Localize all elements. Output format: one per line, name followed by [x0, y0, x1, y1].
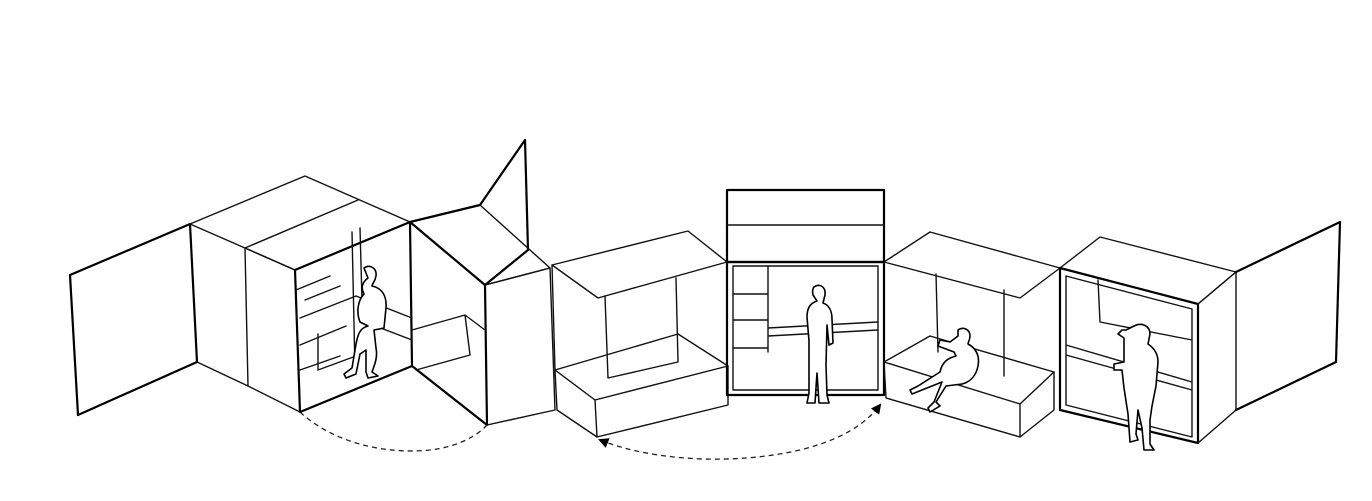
box-1-left-side [189, 223, 249, 387]
left-fold-panel [68, 222, 199, 417]
cabinet-upper-box [725, 188, 886, 264]
back-panel-5 [935, 273, 1005, 377]
box-6-side [1197, 271, 1237, 444]
swing-arc-1 [299, 411, 488, 452]
module-5 [883, 231, 1061, 438]
seated-person-5 [909, 327, 980, 413]
bench-5-front [883, 361, 1055, 438]
fold-panel-back [408, 138, 530, 287]
hinged-top-5 [883, 231, 1061, 299]
module-2 [408, 138, 556, 427]
bench-3-top [554, 333, 729, 401]
cabinet-inner-frame [732, 265, 879, 391]
standing-person-6 [1113, 323, 1159, 451]
fold-door [408, 220, 489, 427]
module-3 [551, 230, 729, 438]
hinged-top [551, 230, 728, 299]
hanging-panel [604, 277, 679, 379]
seated-person-1 [343, 265, 387, 379]
standing-person-4 [806, 284, 834, 404]
box-6-inner [1065, 275, 1193, 438]
right-fold-panel [1234, 220, 1342, 412]
box-1-top [189, 175, 411, 271]
box-1-front-side [244, 247, 301, 413]
cabinet-body [725, 260, 886, 397]
cabinet-shelves [732, 265, 879, 353]
module-2-shelf [411, 314, 486, 371]
module-2-front [484, 267, 556, 426]
module-1 [68, 175, 414, 417]
box-1-bench [295, 227, 413, 371]
module-6 [1058, 220, 1342, 451]
swing-arc-2 [598, 403, 882, 460]
module-4 [725, 188, 886, 404]
